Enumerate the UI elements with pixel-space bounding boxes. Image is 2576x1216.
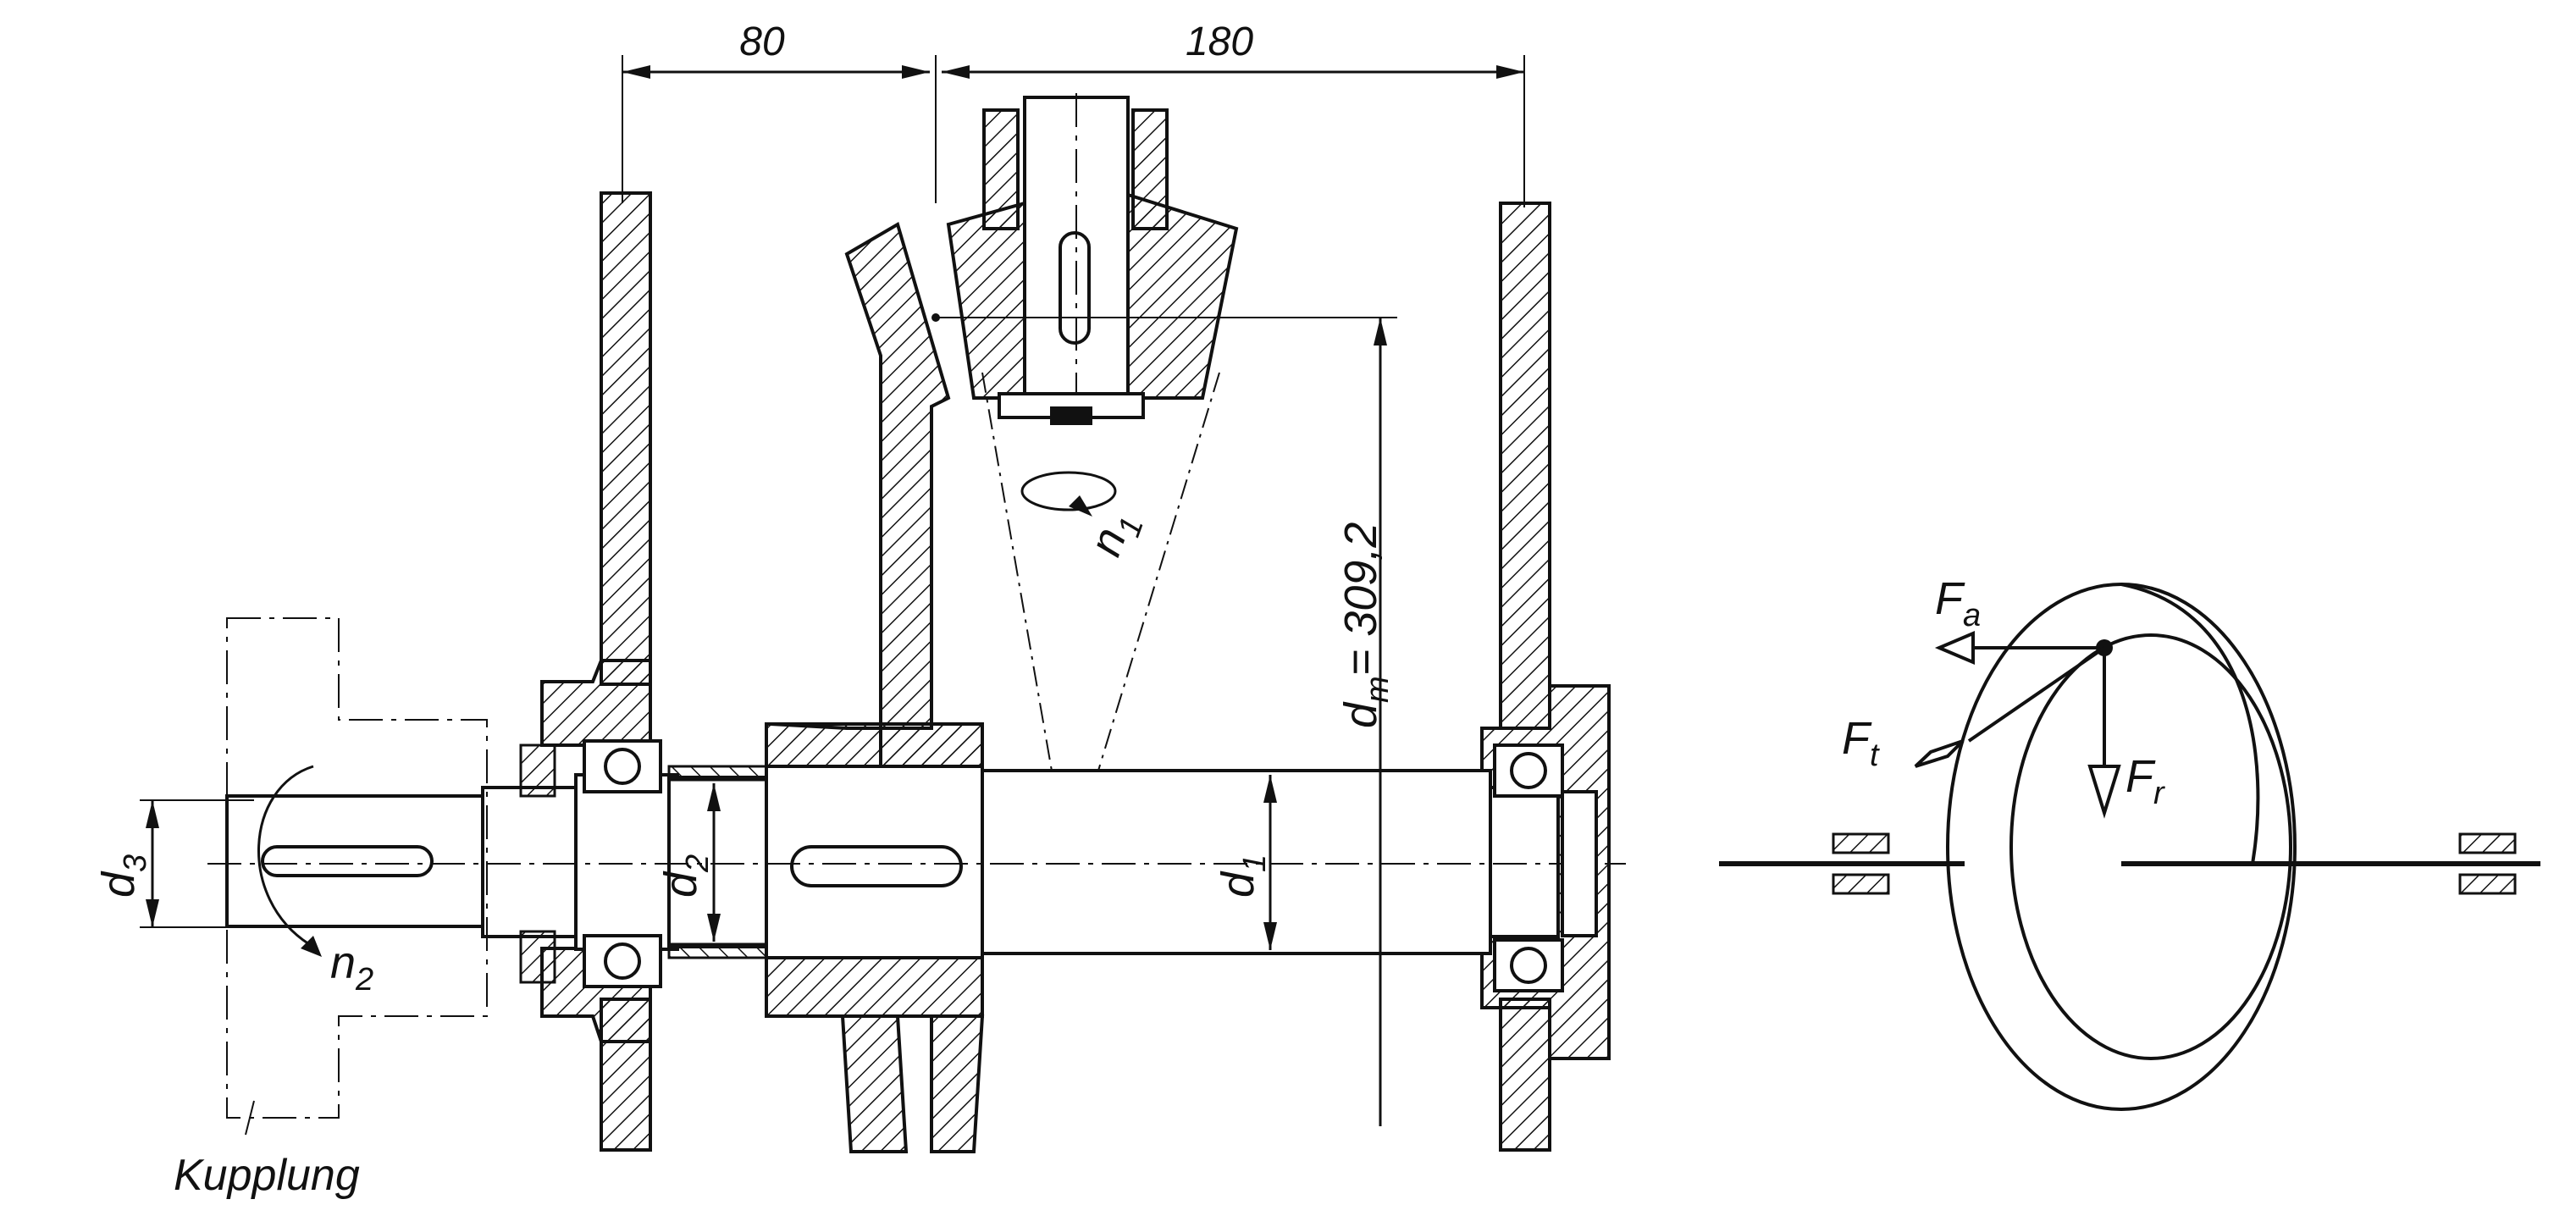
svg-text:d2: d2: [655, 854, 716, 898]
rotation-arrow-n1: [1020, 471, 1117, 517]
fa-sub: a: [1963, 598, 1981, 633]
d1-label: d1: [1213, 854, 1273, 898]
d3-sub: 3: [118, 854, 153, 872]
dm-main: d: [1335, 701, 1386, 728]
coupling-outline: [226, 617, 488, 1136]
dim-dm-label: dm= 309,2: [1335, 522, 1396, 728]
force-diagram: [1719, 583, 2540, 1111]
fr-main: F: [2125, 751, 2156, 802]
gear-outer-ellipse: [1946, 583, 2297, 1111]
rotation-arrow-n2: [257, 765, 322, 957]
dim-180-label: 180: [1186, 19, 1253, 64]
coupling-label: Kupplung: [174, 1151, 360, 1200]
spacer-sleeve: [667, 765, 768, 959]
d1-sub: 1: [1237, 854, 1273, 872]
pinion-gear: [946, 192, 1239, 425]
dm-value: = 309,2: [1335, 522, 1386, 677]
d1-main: d: [1213, 871, 1263, 898]
gear-inner-ellipse: [2009, 633, 2292, 1060]
ft-main: F: [1842, 713, 1872, 764]
bearing-symbol-right: [2458, 832, 2517, 895]
n2-label: n2: [330, 937, 373, 998]
d2-label: d2: [655, 854, 716, 898]
d3-main: d: [93, 871, 144, 898]
bevel-wheel: [765, 221, 985, 1153]
ft-label: Ft: [1842, 713, 1880, 773]
n2-main: n: [330, 937, 356, 988]
right-bearing: [1493, 743, 1598, 992]
svg-text:d3: d3: [93, 854, 153, 898]
svg-text:d1: d1: [1213, 854, 1273, 898]
dim-80-label: 80: [739, 19, 785, 64]
svg-text:dm= 309,2: dm= 309,2: [1335, 522, 1396, 728]
left-bearing: [519, 739, 662, 988]
fa-label: Fa: [1935, 573, 1981, 633]
d2-sub: 2: [680, 854, 716, 873]
d2-main: d: [655, 871, 706, 898]
housing-left-wall: [540, 191, 652, 1152]
fr-label: Fr: [2125, 751, 2165, 811]
pinion-shaft: [982, 93, 1169, 415]
fr-sub: r: [2153, 776, 2165, 811]
housing-right-wall: [1480, 202, 1611, 1152]
d3-label: d3: [93, 854, 153, 898]
n2-sub: 2: [355, 962, 373, 998]
main-shaft: [207, 765, 1626, 959]
bearing-symbol-left: [1832, 832, 1890, 895]
dimension-lines: [140, 55, 1525, 1126]
dm-sub: m: [1360, 676, 1396, 703]
fa-main: F: [1935, 573, 1965, 624]
ft-sub: t: [1870, 738, 1880, 773]
